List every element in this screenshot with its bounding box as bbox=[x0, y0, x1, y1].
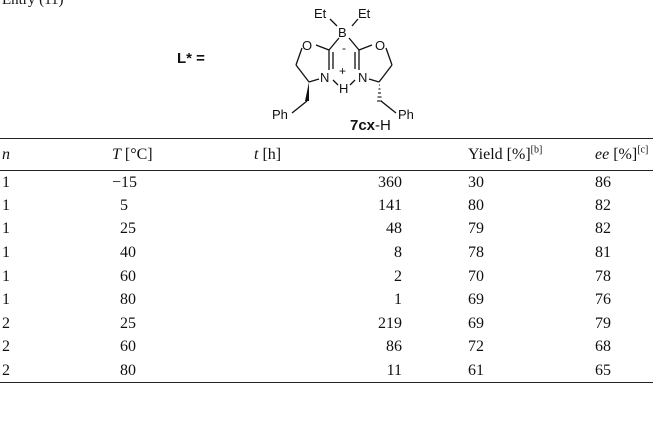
cell-ee: 79 bbox=[595, 314, 611, 332]
cell-time: 360 bbox=[378, 173, 402, 191]
atom-ph-right: Ph bbox=[398, 107, 414, 122]
cell-temperature: 60 bbox=[120, 338, 136, 356]
atom-n-left: N bbox=[320, 70, 329, 85]
atom-n-right: N bbox=[358, 70, 367, 85]
cell-temperature: 5 bbox=[120, 196, 128, 214]
cell-time: 48 bbox=[386, 220, 402, 238]
atom-boron: B bbox=[338, 25, 347, 40]
cell-n: 1 bbox=[2, 244, 10, 262]
bond-b-c-left bbox=[328, 37, 340, 51]
charge-minus: - bbox=[342, 41, 346, 55]
table-row: 1 5 141 80 82 bbox=[0, 194, 653, 218]
bond-o-ch2-left bbox=[295, 47, 303, 66]
cell-ee: 68 bbox=[595, 338, 611, 356]
cell-ee: 76 bbox=[595, 291, 611, 309]
bond-o-ch2-right bbox=[385, 47, 393, 66]
cell-temperature: 80 bbox=[120, 291, 136, 309]
header-n: n bbox=[0, 138, 112, 171]
cell-n: 2 bbox=[2, 338, 10, 356]
bond-ch-n-right bbox=[368, 78, 380, 83]
cell-time: 2 bbox=[394, 267, 402, 285]
bond-ch2-ph-right bbox=[380, 100, 397, 114]
cell-n: 2 bbox=[2, 314, 10, 332]
cell-n: 1 bbox=[2, 220, 10, 238]
cell-time: 141 bbox=[378, 196, 402, 214]
cell-yield: 30 bbox=[468, 173, 484, 191]
table-header-row: n T [°C] t [h] Yield [%][b] ee [%][c] bbox=[0, 138, 653, 171]
cell-ee: 82 bbox=[595, 196, 611, 214]
table-row: 2 25 219 69 79 bbox=[0, 312, 653, 336]
cell-n: 1 bbox=[2, 267, 10, 285]
cell-temperature: 60 bbox=[120, 267, 136, 285]
bond-n-h-left bbox=[332, 79, 339, 86]
bond-c2-o-right bbox=[358, 44, 373, 51]
atom-et-left: Et bbox=[314, 6, 327, 21]
atom-o-left: O bbox=[302, 38, 312, 53]
wedge-bond-left bbox=[305, 82, 309, 101]
ligand-label: L* = bbox=[177, 50, 205, 67]
atom-et-right: Et bbox=[358, 6, 371, 21]
cell-yield: 80 bbox=[468, 196, 484, 214]
cell-ee: 78 bbox=[595, 267, 611, 285]
bond-ch2-ph-left bbox=[291, 100, 308, 114]
cell-temperature: 25 bbox=[120, 314, 136, 332]
cut-off-text-fragment: Entry (11) bbox=[2, 0, 64, 8]
cell-temperature: −15 bbox=[112, 173, 138, 191]
cell-time: 8 bbox=[394, 244, 402, 262]
cell-n: 1 bbox=[2, 196, 10, 214]
cell-time: 219 bbox=[378, 314, 402, 332]
cell-n: 2 bbox=[0, 359, 112, 384]
table-row: 1 80 1 69 76 bbox=[0, 288, 653, 312]
cell-yield: 78 bbox=[468, 244, 484, 262]
cell-yield: 61 bbox=[468, 359, 595, 384]
results-table: n T [°C] t [h] Yield [%][b] ee [%][c] 1 −… bbox=[0, 138, 653, 384]
charge-plus: + bbox=[339, 64, 346, 78]
atom-h: H bbox=[339, 81, 348, 96]
bond-b-c-right bbox=[348, 37, 360, 51]
header-temperature: T [°C] bbox=[112, 138, 254, 171]
cell-time: 11 bbox=[254, 359, 468, 384]
header-time: t [h] bbox=[254, 138, 468, 171]
atom-ph-left: Ph bbox=[272, 107, 288, 122]
cell-time: 86 bbox=[386, 338, 402, 356]
table-row: 2 60 86 72 68 bbox=[0, 336, 653, 360]
compound-number: 7cx bbox=[350, 117, 376, 134]
bond-ch2-ch-right bbox=[378, 64, 393, 83]
ligand-bonds bbox=[291, 18, 397, 114]
compound-label: 7cx-H bbox=[350, 117, 391, 134]
header-ee: ee [%][c] bbox=[595, 138, 653, 171]
cell-n: 1 bbox=[2, 291, 10, 309]
bond-et-left bbox=[329, 18, 338, 27]
cell-temperature: 25 bbox=[120, 220, 136, 238]
table-row: 1 25 48 79 82 bbox=[0, 218, 653, 242]
ligand-structure-diagram: Et Et B - O O N N + H Ph Ph bbox=[272, 6, 414, 122]
cell-yield: 79 bbox=[468, 220, 484, 238]
cell-yield: 72 bbox=[468, 338, 484, 356]
compound-suffix: -H bbox=[375, 117, 391, 134]
cell-yield: 69 bbox=[468, 314, 484, 332]
atom-o-right: O bbox=[375, 38, 385, 53]
cell-temperature: 80 bbox=[112, 359, 254, 384]
hashed-bond-right bbox=[377, 84, 382, 102]
table-row: 1 60 2 70 78 bbox=[0, 265, 653, 289]
bond-ch2-ch-left bbox=[295, 64, 310, 83]
table-row: 1 40 8 78 81 bbox=[0, 241, 653, 265]
cell-temperature: 40 bbox=[120, 244, 136, 262]
table-row: 1 −15 360 30 86 bbox=[0, 171, 653, 195]
bond-c2-o-left bbox=[315, 44, 330, 51]
cell-yield: 69 bbox=[468, 291, 484, 309]
bond-n-h-right bbox=[349, 79, 356, 86]
header-yield: Yield [%][b] bbox=[468, 138, 595, 171]
cell-ee: 86 bbox=[595, 173, 611, 191]
cell-yield: 70 bbox=[468, 267, 484, 285]
cell-ee: 65 bbox=[595, 359, 653, 384]
bond-ch-n-left bbox=[308, 78, 320, 83]
cell-ee: 81 bbox=[595, 244, 611, 262]
bond-et-right bbox=[351, 18, 359, 27]
cell-n: 1 bbox=[2, 173, 10, 191]
cell-time: 1 bbox=[394, 291, 402, 309]
cell-ee: 82 bbox=[595, 220, 611, 238]
